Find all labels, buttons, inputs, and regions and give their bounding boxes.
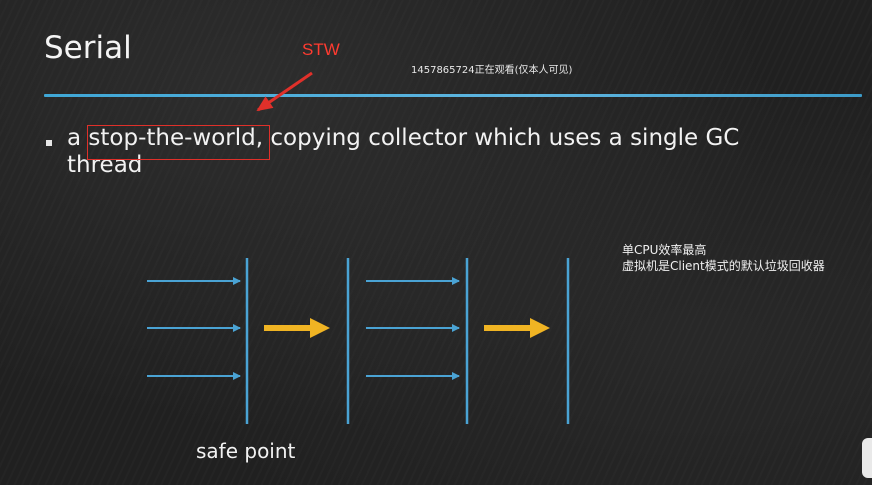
stw-annotation: STW xyxy=(302,40,340,59)
side-panel-tab[interactable] xyxy=(862,438,872,478)
side-note-line-1: 单CPU效率最高 xyxy=(622,243,707,257)
title-underline xyxy=(44,94,862,97)
side-note-line-2: 虚拟机是Client模式的默认垃圾回收器 xyxy=(622,259,825,273)
gc-thread-arrowhead xyxy=(310,318,330,338)
bullet-marker xyxy=(46,140,52,146)
stw-pointer-arrow xyxy=(256,71,313,112)
highlight-box xyxy=(87,125,270,160)
highlighted-term: stop-the-world xyxy=(88,125,256,151)
bullet-prefix: a xyxy=(67,125,89,151)
viewer-watermark: 1457865724正在观看(仅本人可见) xyxy=(411,65,573,76)
gc-thread-arrowhead xyxy=(530,318,550,338)
side-note: 单CPU效率最高 虚拟机是Client模式的默认垃圾回收器 xyxy=(622,242,825,274)
slide-title: Serial xyxy=(44,30,132,66)
safe-point-label: safe point xyxy=(196,439,296,463)
bullet-rest: , copying collector which uses a single … xyxy=(67,125,740,178)
bullet-text: a stop-the-world, copying collector whic… xyxy=(67,125,787,179)
